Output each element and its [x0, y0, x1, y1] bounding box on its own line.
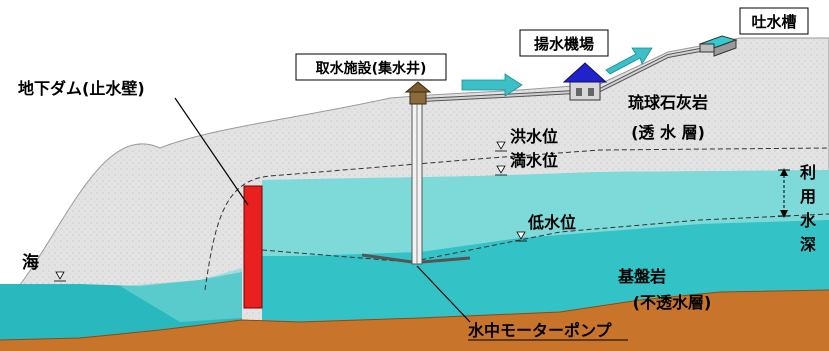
pump-label-leader — [416, 265, 471, 323]
low-level-marker-icon — [515, 231, 527, 242]
underground-dam-wall — [243, 185, 263, 309]
flood-level-line — [204, 147, 829, 291]
intake-house-icon — [404, 81, 432, 105]
underground-dam-label: 地下ダム(止水壁) — [18, 79, 145, 98]
flood-level-label: 洪水位 — [510, 127, 558, 146]
low-level-label: 低水位 — [527, 213, 576, 232]
pump-station-house-icon — [562, 62, 608, 101]
usable-depth-indicator — [778, 168, 790, 218]
pump-station-label-box — [519, 29, 609, 57]
full-level-marker-icon — [495, 165, 507, 176]
bedrock-label-line2: (不透水層) — [633, 293, 712, 312]
intake-label: 取水施設(集水井) — [316, 60, 427, 77]
groundwater-upper-band — [262, 170, 829, 256]
sea-level-marker-icon — [54, 271, 66, 282]
discharge-tank-label: 吐水槽 — [751, 13, 796, 31]
collector-pipe-right — [421, 256, 471, 264]
discharge-tank-icon — [698, 35, 738, 57]
limestone-label-line1: 琉球石灰岩 — [628, 93, 708, 112]
bedrock-label-line1: 基盤岩 — [617, 267, 666, 286]
bedrock-top-edge — [0, 289, 829, 341]
bedrock-layer — [0, 290, 829, 351]
sea-label: 海 — [22, 252, 39, 273]
pump-station-label: 揚水機場 — [534, 35, 594, 53]
usable-depth-label-1: 利 — [800, 163, 816, 182]
full-level-label: 満水位 — [510, 151, 558, 170]
flood-level-marker-icon — [495, 141, 507, 152]
usable-depth-label-3: 水 — [800, 211, 817, 230]
collector-pipe-left — [361, 253, 413, 264]
low-level-line — [261, 213, 829, 263]
dam-label-leader — [174, 97, 249, 206]
flow-arrow-up-right-icon — [605, 47, 653, 75]
discharge-tank-label-box — [739, 7, 809, 35]
intake-label-box — [295, 53, 447, 81]
submersible-pump-label: 水中モーターポンプ — [468, 321, 613, 340]
flow-arrow-right-icon — [461, 73, 523, 97]
saltwater-wedge — [120, 268, 242, 322]
limestone-label-line2: (透 水 層) — [631, 123, 705, 142]
usable-depth-label-2: 用 — [800, 187, 816, 206]
usable-depth-label-4: 深 — [800, 235, 816, 254]
